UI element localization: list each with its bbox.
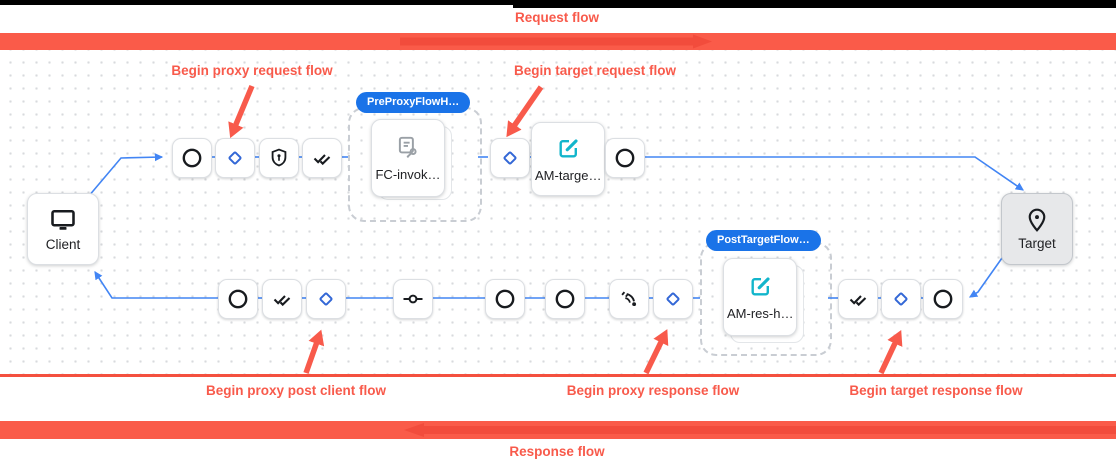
circle-icon (495, 289, 515, 309)
circle-icon (933, 289, 953, 309)
annotation-target-request: Begin target request flow (513, 63, 677, 78)
annotation-proxy-response: Begin proxy response flow (566, 383, 740, 398)
flow-step-circle[interactable] (218, 279, 258, 319)
flow-step-checks[interactable] (838, 279, 878, 319)
fc-invoke-card[interactable]: FC-invok… (371, 119, 445, 197)
diamond-icon (319, 292, 333, 306)
double-check-icon (313, 154, 331, 166)
flow-step-diamond-target-request[interactable] (490, 138, 530, 178)
client-label: Client (45, 237, 81, 252)
am-target-card[interactable]: AM-targe… (531, 122, 605, 196)
client-node[interactable]: Client (27, 193, 99, 265)
flow-callout-icon (398, 136, 417, 158)
double-check-icon (273, 295, 291, 307)
annotation-target-response: Begin target response flow (849, 383, 1023, 398)
target-node[interactable]: Target (1001, 193, 1073, 265)
post-target-flow-pill[interactable]: PostTargetFlow… (706, 230, 821, 251)
flow-step-diamond-proxy-response[interactable] (653, 279, 693, 319)
pre-proxy-flow-pill[interactable]: PreProxyFlowH… (356, 92, 471, 113)
am-response-label: AM-res-h… (727, 305, 793, 321)
annotation-proxy-post-client: Begin proxy post client flow (205, 383, 387, 398)
request-arrow-right (400, 34, 712, 49)
flow-step-circle[interactable] (923, 279, 963, 319)
flow-step-circle[interactable] (485, 279, 525, 319)
flow-step-diamond-proxy-request[interactable] (215, 138, 255, 178)
flow-step-connector-point[interactable] (393, 279, 433, 319)
top-bar-left (0, 0, 513, 5)
circle-icon (615, 148, 635, 168)
flow-step-diamond-target-response[interactable] (881, 279, 921, 319)
circle-icon (228, 289, 248, 309)
signal-icon (621, 291, 637, 307)
annotation-proxy-request: Begin proxy request flow (171, 63, 333, 78)
flow-step-checks[interactable] (262, 279, 302, 319)
diamond-icon (666, 292, 680, 306)
assign-message-edit-icon (558, 138, 578, 158)
circle-icon (555, 289, 575, 309)
flow-step-circle[interactable] (545, 279, 585, 319)
response-flow-label: Response flow (509, 444, 605, 459)
dash-circle-icon (403, 294, 423, 304)
location-pin-icon (1028, 208, 1046, 232)
diamond-icon (894, 292, 908, 306)
fc-invoke-label: FC-invok… (375, 167, 441, 182)
target-label: Target (1018, 236, 1056, 251)
shield-lock-icon (271, 148, 287, 167)
flow-step-diamond-post-client[interactable] (306, 279, 346, 319)
diamond-icon (228, 151, 242, 165)
circle-icon (182, 148, 202, 168)
request-flow-label: Request flow (514, 10, 600, 25)
flow-step-signal-policy[interactable] (609, 279, 649, 319)
response-arrow-left (404, 423, 1116, 437)
monitor-icon (51, 209, 75, 230)
diamond-icon (503, 151, 517, 165)
flow-step-circle[interactable] (172, 138, 212, 178)
request-flow-band (0, 33, 1116, 50)
bottom-divider-line (0, 374, 1116, 377)
am-response-card[interactable]: AM-res-h… (723, 258, 797, 336)
top-bar-right (513, 0, 1116, 8)
response-flow-band (0, 421, 1116, 439)
assign-message-edit-icon (750, 276, 770, 296)
flow-step-security-policy[interactable] (259, 138, 299, 178)
flow-step-checks[interactable] (302, 138, 342, 178)
am-target-label: AM-targe… (535, 167, 601, 183)
double-check-icon (849, 295, 867, 307)
diagram-canvas (0, 50, 1116, 374)
flow-step-circle[interactable] (605, 138, 645, 178)
